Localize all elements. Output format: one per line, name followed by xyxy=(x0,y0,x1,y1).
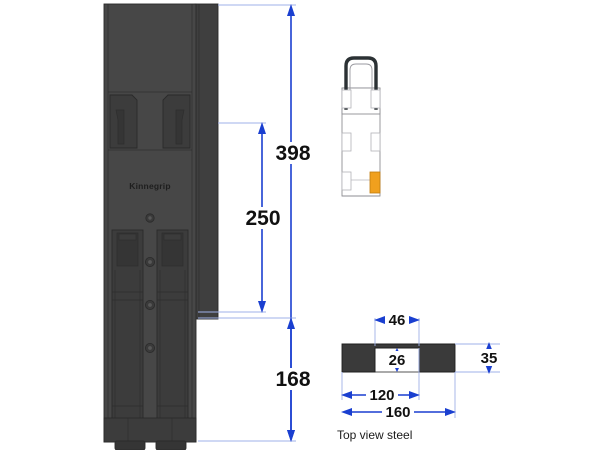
dimension-label-250: 250 xyxy=(245,207,280,230)
dimension-lower-height: 168 xyxy=(198,317,313,442)
dimension-notch-width: 46 xyxy=(374,311,420,346)
dimension-label-120: 120 xyxy=(369,387,394,404)
side-notch-upper-left xyxy=(341,89,352,109)
front-rivet-lower xyxy=(144,299,155,310)
dimension-label-26: 26 xyxy=(389,352,406,369)
front-bottom-bar xyxy=(103,417,197,443)
side-handle-arch xyxy=(344,56,378,110)
dimension-label-35: 35 xyxy=(481,350,498,367)
side-notch-middle-right xyxy=(370,132,381,152)
dimension-outer-width: 160 xyxy=(341,403,456,421)
front-hook-slot-left xyxy=(109,94,138,149)
front-rivet-top xyxy=(145,213,155,223)
side-notch-upper-right xyxy=(370,89,381,109)
front-rail-right xyxy=(156,229,189,427)
side-accent-block xyxy=(369,171,381,194)
front-rivet-middle xyxy=(144,256,155,267)
dimension-notch-depth: 26 xyxy=(386,348,409,372)
side-notch-middle-left xyxy=(341,132,352,152)
dimension-upper-height: 250 xyxy=(198,122,283,313)
side-elevation-view xyxy=(341,56,381,197)
dimension-label-398: 398 xyxy=(275,142,310,165)
front-foot-left xyxy=(114,440,146,450)
front-hook-slots xyxy=(108,91,192,151)
front-hook-slot-right xyxy=(162,94,191,149)
front-rivet-bottom xyxy=(144,342,155,353)
front-right-edge-strip xyxy=(194,3,219,320)
front-rail-left xyxy=(111,229,144,427)
dimension-inner-width: 120 xyxy=(341,348,456,418)
front-locking-rails xyxy=(111,229,189,427)
brand-label: Kinnegrip xyxy=(129,181,170,191)
side-notch-lower-left xyxy=(341,171,352,191)
dimension-label-160: 160 xyxy=(385,404,410,421)
front-elevation-view: Kinnegrip xyxy=(103,3,219,450)
top-view-steel-caption: Top view steel xyxy=(337,428,412,442)
front-foot-right xyxy=(155,440,187,450)
dimension-plate-thickness: 35 xyxy=(455,342,501,374)
top-view-steel-detail: 46 26 35 xyxy=(337,311,501,442)
dimension-label-46: 46 xyxy=(389,312,406,329)
dimension-label-168: 168 xyxy=(275,368,310,391)
